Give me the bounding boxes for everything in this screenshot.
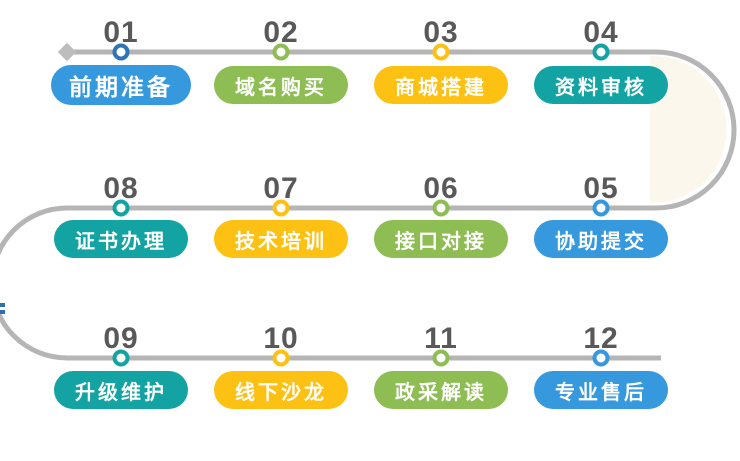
step-label-pill: 资料审核 [534, 66, 668, 104]
step-label-pill: 技术培训 [214, 220, 348, 258]
timeline-dot [272, 349, 290, 367]
step-label-pill: 升级维护 [54, 371, 188, 409]
step-label-pill: 线下沙龙 [214, 371, 348, 409]
timeline-dot [432, 199, 450, 217]
timeline-dot [592, 349, 610, 367]
step-label-pill: 专业售后 [534, 371, 668, 409]
step-label-pill: 域名购买 [214, 66, 348, 104]
timeline-dot [592, 43, 610, 61]
step-label-pill: 政采解读 [374, 371, 508, 409]
start-diamond-icon [57, 42, 77, 62]
step-label-pill: 证书办理 [54, 220, 188, 258]
step-label-pill: 商城搭建 [374, 66, 508, 104]
timeline-dot [592, 199, 610, 217]
step-label-pill: 接口对接 [374, 220, 508, 258]
timeline-dot [432, 43, 450, 61]
timeline-dot [112, 43, 130, 61]
timeline-dot [112, 199, 130, 217]
timeline-dot [112, 349, 130, 367]
timeline-dot [272, 43, 290, 61]
snake-line [0, 49, 737, 361]
step-label-pill: 协助提交 [534, 220, 668, 258]
timeline-dot [432, 349, 450, 367]
timeline-dot [272, 199, 290, 217]
cream-panel [650, 56, 727, 203]
clipped-glyph-bar-bottom [0, 310, 5, 314]
clipped-glyph-bar-top [0, 303, 5, 307]
step-label-pill: 前期准备 [51, 65, 191, 105]
